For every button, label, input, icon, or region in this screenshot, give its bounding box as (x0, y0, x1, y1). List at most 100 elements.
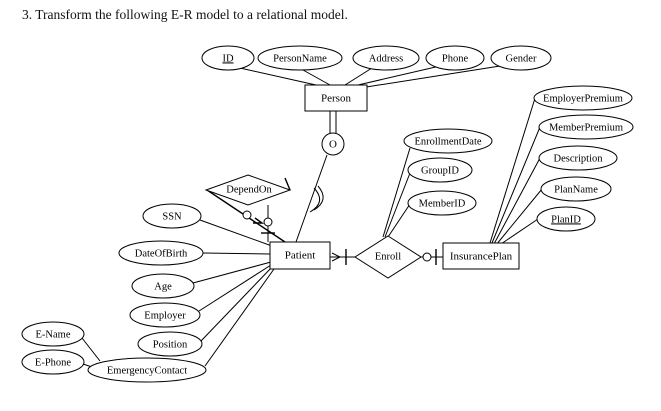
attribute-ename[interactable]: E-Name (21, 321, 85, 347)
attribute-position[interactable]: Position (137, 331, 203, 357)
connector-memberid-enroll (387, 203, 411, 238)
marker-dependon-arrowhead (253, 217, 265, 224)
attribute-id[interactable]: ID (201, 45, 255, 71)
connector-planid-plan (497, 218, 539, 247)
attribute-ellipse-emergencycontact[interactable] (87, 357, 207, 383)
attribute-ellipse-description[interactable] (538, 145, 618, 171)
attribute-ellipse-groupid[interactable] (407, 157, 473, 183)
attribute-age[interactable]: Age (131, 273, 195, 299)
entity-box-person[interactable] (304, 84, 368, 112)
attribute-ellipse-phone[interactable] (425, 45, 485, 71)
attribute-label-planid: PlanID (551, 214, 581, 225)
attribute-address[interactable]: Address (352, 45, 420, 71)
attribute-label-ename: E-Name (36, 329, 71, 340)
attribute-gender[interactable]: Gender (490, 45, 552, 71)
connector-memberpremium-plan (491, 126, 541, 244)
attribute-groupid[interactable]: GroupID (407, 157, 473, 183)
attribute-label-emergencycontact: EmergencyContact (107, 365, 187, 376)
connector-dependon-edge (284, 177, 291, 191)
entity-label-insuranceplan: InsurancePlan (450, 251, 513, 263)
attribute-emergencycontact[interactable]: EmergencyContact (87, 357, 207, 383)
specialization-overlap[interactable]: O (321, 132, 345, 156)
connector-phone-person (357, 65, 441, 86)
attribute-ellipse-ename[interactable] (21, 321, 85, 347)
attribute-ellipse-planid[interactable] (536, 206, 596, 232)
attribute-label-groupid: GroupID (421, 165, 459, 176)
connector-ename-emergencycontact (81, 337, 101, 362)
attribute-ellipse-memberid[interactable] (407, 190, 477, 216)
subclass-arc-2 (309, 187, 321, 213)
attribute-label-enrollmentdate: EnrollmentDate (414, 136, 481, 147)
attribute-ellipse-personname[interactable] (257, 45, 343, 71)
attribute-label-employer: Employer (144, 310, 186, 321)
connector-overlap-patient (295, 154, 328, 243)
attribute-label-personname: PersonName (273, 53, 327, 64)
relationship-label-enroll: Enroll (375, 251, 401, 262)
connector-gender-person (359, 65, 501, 89)
attribute-ellipse-memberpremium[interactable] (538, 114, 634, 140)
attribute-ellipse-id[interactable] (201, 45, 255, 71)
relationship-diamond-dependon[interactable] (204, 174, 292, 206)
entity-box-insuranceplan[interactable] (442, 242, 520, 270)
attribute-phone[interactable]: Phone (425, 45, 485, 71)
attribute-label-planname: PlanName (554, 184, 598, 195)
attribute-employer[interactable]: Employer (129, 302, 201, 328)
connector-position-patient (200, 266, 273, 342)
attribute-label-memberid: MemberID (419, 198, 466, 209)
attribute-ellipse-ephone[interactable] (21, 349, 85, 375)
attribute-ellipse-address[interactable] (352, 45, 420, 71)
attribute-ellipse-enrollmentdate[interactable] (403, 128, 493, 154)
attribute-description[interactable]: Description (538, 145, 618, 171)
attribute-ellipse-ssn[interactable] (142, 203, 202, 229)
entity-patient[interactable]: Patient (269, 241, 331, 270)
attribute-label-gender: Gender (506, 53, 537, 64)
attribute-ephone[interactable]: E-Phone (21, 349, 85, 375)
entity-box-patient[interactable] (269, 241, 331, 270)
relationship-label-dependon: DependOn (226, 184, 272, 195)
attribute-planname[interactable]: PlanName (540, 176, 612, 202)
marker-one-arrow (331, 252, 342, 262)
relationship-dependon[interactable]: DependOn (204, 174, 292, 206)
relationship-diamond-enroll[interactable] (354, 235, 422, 279)
connector-personname-person (302, 69, 331, 86)
attribute-ellipse-dateofbirth[interactable] (118, 240, 204, 266)
attribute-ellipse-age[interactable] (131, 273, 195, 299)
attribute-label-id: ID (222, 53, 233, 64)
attribute-employerpremium[interactable]: EmployerPremium (533, 85, 633, 111)
attribute-ellipse-position[interactable] (137, 331, 203, 357)
attribute-label-position: Position (153, 339, 188, 350)
attribute-ellipse-gender[interactable] (490, 45, 552, 71)
attribute-dateofbirth[interactable]: DateOfBirth (118, 240, 204, 266)
connector-planname-plan (495, 188, 543, 246)
attribute-ellipse-planname[interactable] (540, 176, 612, 202)
connector-address-person (344, 67, 373, 86)
attribute-label-description: Description (554, 153, 604, 164)
page-title: 3. Transform the following E-R model to … (22, 7, 348, 22)
connector-employerpremium-plan (489, 94, 537, 244)
specialization-circle[interactable] (321, 132, 345, 156)
entity-person[interactable]: Person (304, 84, 368, 112)
specialization-label: O (329, 139, 337, 151)
attribute-ellipse-employer[interactable] (129, 302, 201, 328)
connector-groupid-enroll (384, 172, 411, 238)
attribute-label-phone: Phone (442, 53, 469, 64)
cardinality-markers (242, 210, 437, 265)
attribute-ssn[interactable]: SSN (142, 203, 202, 229)
attribute-personname[interactable]: PersonName (257, 45, 343, 71)
connector-description-plan (493, 157, 541, 245)
relationship-enroll[interactable]: Enroll (354, 235, 422, 279)
marker-dependon-zero-circle (263, 217, 273, 227)
attribute-ellipse-employerpremium[interactable] (533, 85, 633, 111)
subclass-arc (313, 185, 324, 211)
attribute-label-address: Address (369, 53, 403, 64)
attribute-label-employerpremium: EmployerPremium (543, 93, 623, 104)
attribute-memberid[interactable]: MemberID (407, 190, 477, 216)
attribute-label-age: Age (154, 281, 172, 292)
connector-emergencycontact-patient (204, 268, 275, 367)
attribute-label-dateofbirth: DateOfBirth (135, 248, 188, 259)
connector-id-person (239, 67, 317, 86)
attribute-memberpremium[interactable]: MemberPremium (538, 114, 634, 140)
entity-insuranceplan[interactable]: InsurancePlan (442, 242, 520, 270)
attribute-enrollmentdate[interactable]: EnrollmentDate (403, 128, 493, 154)
attribute-planid[interactable]: PlanID (536, 206, 596, 232)
